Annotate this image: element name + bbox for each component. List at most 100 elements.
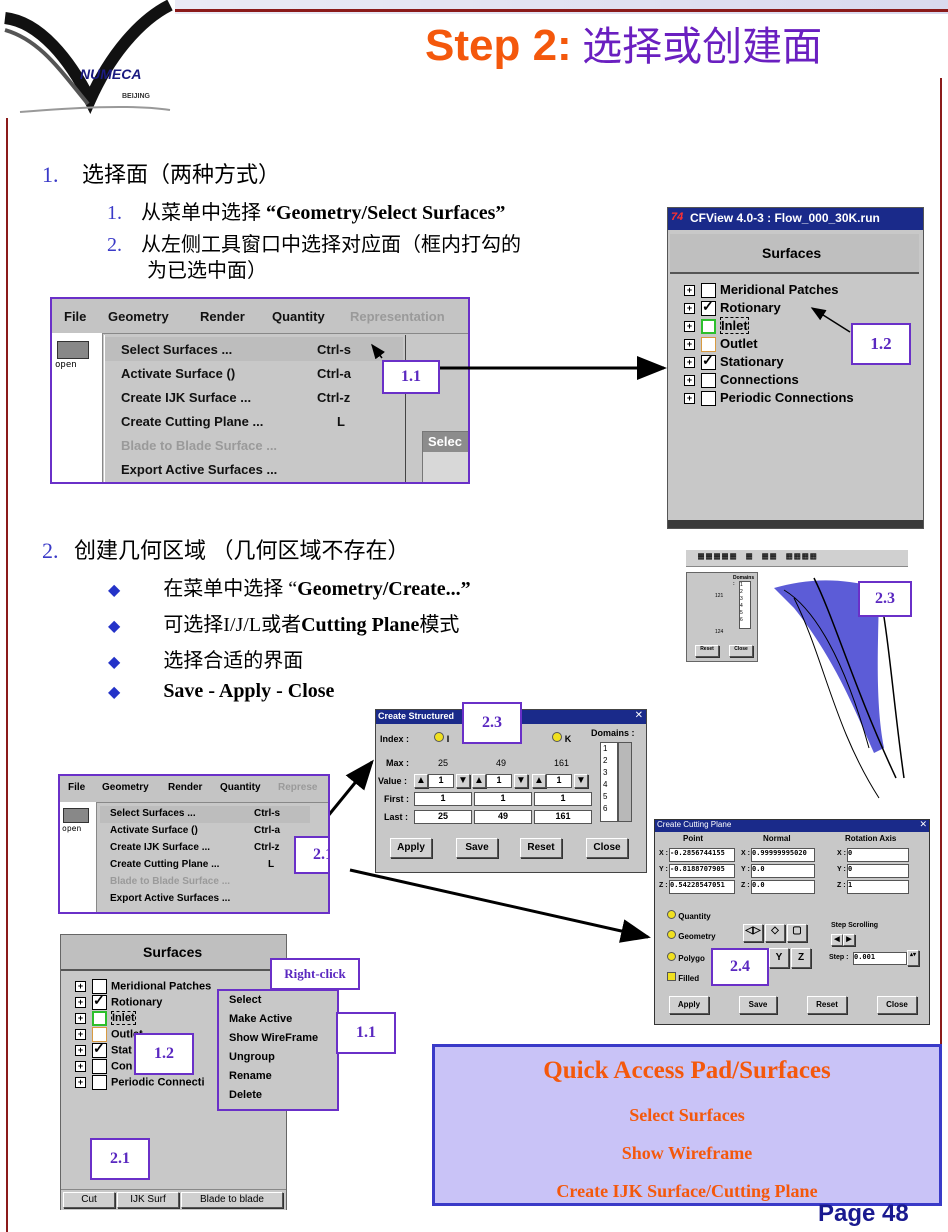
cut-button[interactable]: Cut [63, 1192, 115, 1208]
expand-icon[interactable]: + [684, 357, 695, 369]
tree-item-stationary[interactable]: +Stationary [684, 352, 784, 371]
menu2-item-export[interactable]: Export Active Surfaces ... [100, 891, 310, 908]
radio-quantity[interactable]: Quantity [667, 910, 711, 921]
value-down-k[interactable]: ▼ [574, 774, 588, 788]
filled-checkbox[interactable]: Filled [667, 972, 699, 983]
tree2-outlet[interactable]: +Outlet [75, 1027, 143, 1042]
menu1-item-activate-surface[interactable]: Activate Surface () Ctrl-a [105, 361, 403, 385]
structured-reset-button[interactable]: Reset [520, 838, 562, 858]
menu2-represe[interactable]: Represe [278, 782, 318, 793]
expand-icon[interactable]: + [75, 981, 86, 992]
tree2-inlet[interactable]: +Inlet [75, 1011, 136, 1026]
expand-icon[interactable]: + [684, 303, 695, 315]
menu2-geometry[interactable]: Geometry [102, 782, 149, 793]
point-z[interactable]: 0.54228547051 [669, 880, 735, 894]
tree-item-periodic[interactable]: +Periodic Connections [684, 390, 854, 407]
tree2-connections[interactable]: +Con [75, 1059, 132, 1074]
cutting-close-button[interactable]: Close [877, 996, 917, 1014]
expand-icon[interactable]: + [75, 1077, 86, 1088]
domains-scrollbar[interactable] [618, 742, 632, 822]
rot-z[interactable]: 1 [847, 880, 909, 894]
context-make-active[interactable]: Make Active [229, 1013, 293, 1025]
checkbox[interactable] [701, 337, 716, 353]
cutting-apply-button[interactable]: Apply [669, 996, 709, 1014]
step-input[interactable]: 0.001 [853, 952, 907, 965]
point-x[interactable]: -0.2856744155 [669, 848, 735, 862]
structured-close-button[interactable]: Close [586, 838, 628, 858]
tree2-periodic[interactable]: +Periodic Connecti [75, 1075, 205, 1090]
rot-x[interactable]: 0 [847, 848, 909, 862]
expand-icon[interactable]: + [684, 321, 695, 333]
tree2-stationary[interactable]: +Stat [75, 1040, 132, 1058]
flip-center-icon[interactable]: ◇ [765, 924, 785, 942]
point-y[interactable]: -0.8188707905 [669, 864, 735, 878]
step-spinner[interactable]: ▴▾ [907, 950, 919, 966]
tree-item-connections[interactable]: +Connections [684, 372, 799, 389]
value-j[interactable]: 1 [486, 774, 512, 788]
close-icon[interactable]: ✕ [919, 819, 927, 829]
menu1-file[interactable]: File [64, 309, 87, 324]
checkbox[interactable] [92, 1059, 107, 1074]
structured-apply-button[interactable]: Apply [390, 838, 432, 858]
menu2-item-select-surfaces[interactable]: Select Surfaces ... Ctrl-s [100, 806, 310, 823]
expand-icon[interactable]: + [75, 1045, 86, 1056]
tree-item-meridional[interactable]: +Meridional Patches [684, 282, 838, 299]
checkbox[interactable] [701, 391, 716, 407]
checkbox-checked[interactable] [92, 992, 107, 1010]
domain-item[interactable]: 1 [603, 744, 608, 753]
mini-reset-button[interactable]: Reset [695, 645, 719, 657]
axis-y-button[interactable]: Y [769, 948, 789, 968]
checkbox-checked[interactable] [92, 1040, 107, 1058]
radio-k[interactable]: K [552, 732, 571, 745]
menu1-item-create-ijk[interactable]: Create IJK Surface ... Ctrl-z [105, 385, 403, 409]
menu2-item-cutting-plane[interactable]: Create Cutting Plane ... L [100, 857, 310, 874]
structured-save-button[interactable]: Save [456, 838, 498, 858]
domain-item[interactable]: 4 [603, 780, 608, 789]
menu1-item-cutting-plane[interactable]: Create Cutting Plane ... L [105, 409, 403, 433]
domain-item[interactable]: 5 [603, 792, 608, 801]
expand-icon[interactable]: + [75, 1061, 86, 1072]
tree2-meridional[interactable]: +Meridional Patches [75, 979, 211, 994]
radio-polygon[interactable]: Polygo [667, 952, 705, 963]
value-i[interactable]: 1 [428, 774, 454, 788]
checkbox-checked[interactable] [701, 352, 716, 371]
checkbox[interactable] [92, 1075, 107, 1090]
context-rename[interactable]: Rename [229, 1070, 272, 1082]
expand-icon[interactable]: + [684, 375, 695, 387]
expand-icon[interactable]: + [684, 285, 695, 297]
domain-item[interactable]: 3 [603, 768, 608, 777]
radio-i[interactable]: I [434, 732, 449, 745]
first-j[interactable]: 1 [474, 792, 532, 806]
value-down-i[interactable]: ▼ [456, 774, 470, 788]
tree2-rotionary[interactable]: +Rotionary [75, 992, 162, 1010]
menu1-item-select-surfaces[interactable]: Select Surfaces ... Ctrl-s [105, 337, 403, 361]
folder-open-icon[interactable] [57, 341, 89, 359]
step-left-button[interactable]: ◀ [831, 934, 843, 946]
normal-x[interactable]: 0.99999995020 [751, 848, 815, 862]
checkbox-active[interactable] [92, 1011, 107, 1026]
toolbar-icons[interactable]: ▦▦▦▦▦ ▦ ▦▦ ▦▦▦▦ [698, 551, 819, 562]
checkbox[interactable] [701, 283, 716, 299]
normal-y[interactable]: 0.0 [751, 864, 815, 878]
menu1-render[interactable]: Render [200, 309, 245, 324]
menu2-quantity[interactable]: Quantity [220, 782, 261, 793]
expand-icon[interactable]: + [75, 1013, 86, 1024]
menu2-file[interactable]: File [68, 782, 86, 793]
menu2-item-blade-to-blade[interactable]: Blade to Blade Surface ... [100, 874, 310, 891]
close-icon[interactable]: ✕ [634, 710, 643, 721]
mini-close-button[interactable]: Close [729, 645, 753, 657]
value-up-i[interactable]: ▲ [414, 774, 428, 788]
first-i[interactable]: 1 [414, 792, 472, 806]
domain-item[interactable]: 6 [603, 804, 608, 813]
expand-icon[interactable]: + [75, 1029, 86, 1040]
checkbox[interactable] [701, 373, 716, 389]
context-select[interactable]: Select [229, 994, 262, 1006]
menu1-item-blade-to-blade[interactable]: Blade to Blade Surface ... [105, 433, 403, 457]
menu1-quantity[interactable]: Quantity [272, 309, 325, 324]
axis-z-button[interactable]: Z [791, 948, 811, 968]
domains-list[interactable]: 1 2 3 4 5 6 [600, 742, 618, 822]
menu2-render[interactable]: Render [168, 782, 203, 793]
last-j[interactable]: 49 [474, 810, 532, 824]
mini-domains-list[interactable]: 1 2 3 4 5 6 [739, 581, 751, 629]
value-k[interactable]: 1 [546, 774, 572, 788]
